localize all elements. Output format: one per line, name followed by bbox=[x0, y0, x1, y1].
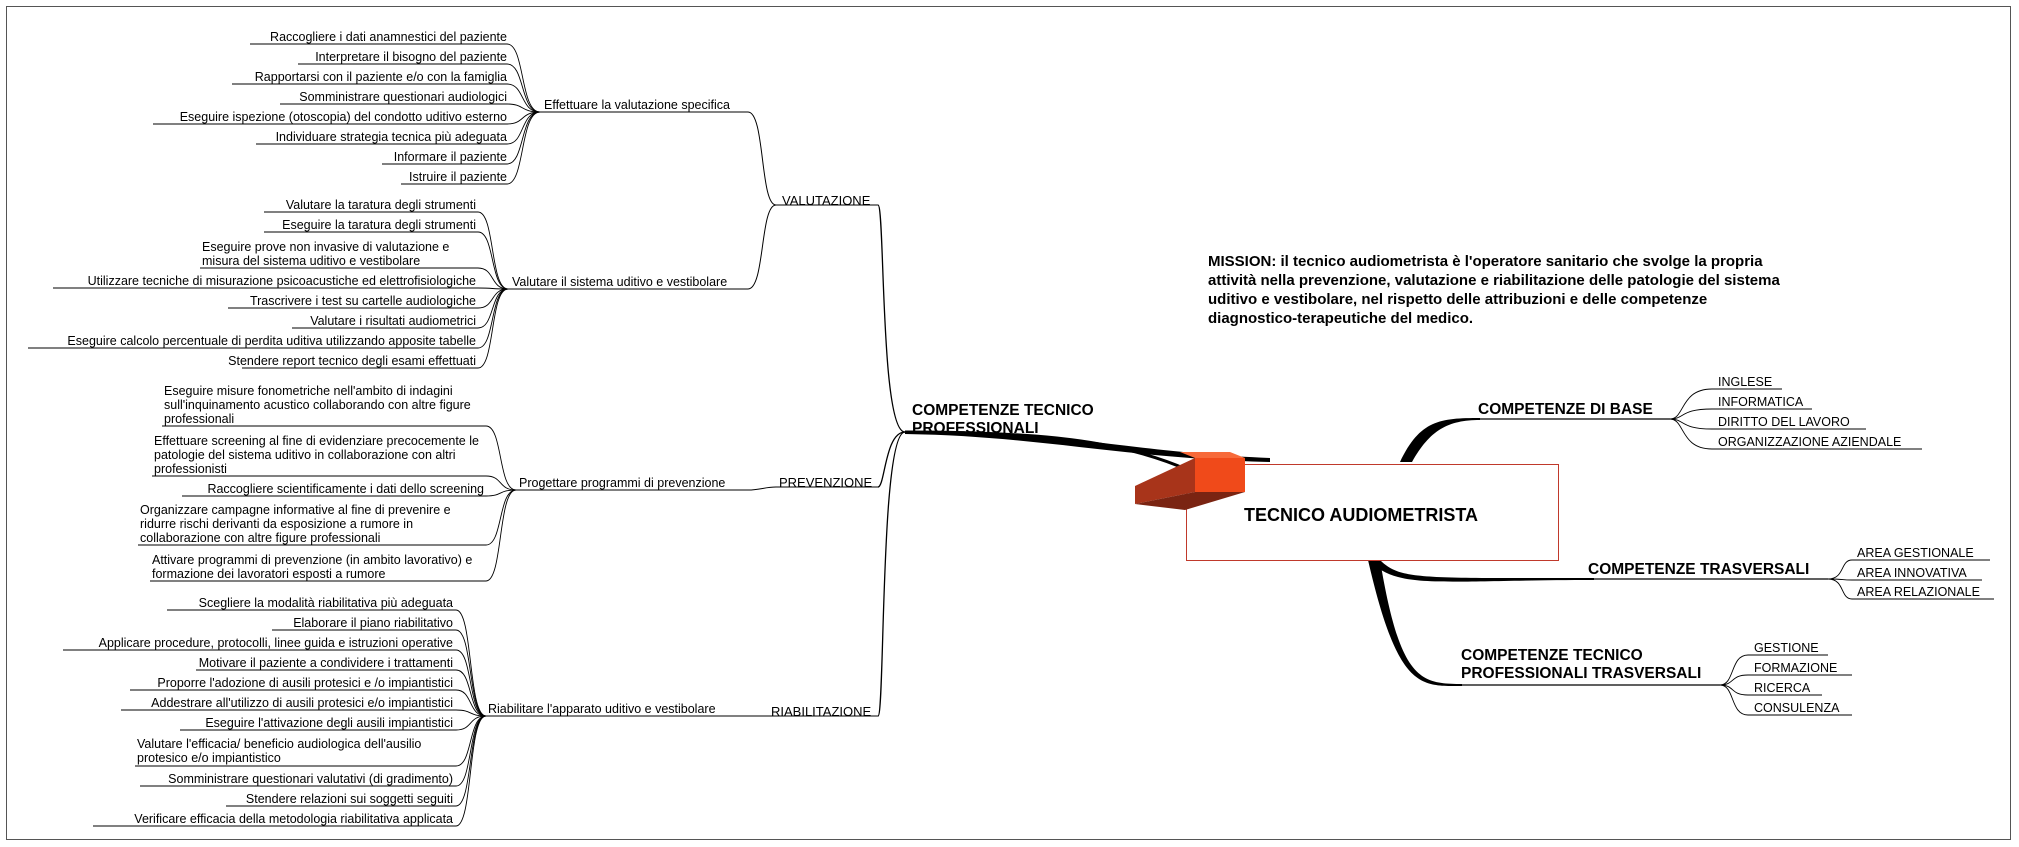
mission-statement: MISSION: il tecnico audiometrista è l'op… bbox=[1208, 253, 1780, 327]
leaf-item[interactable]: Utilizzare tecniche di misurazione psico… bbox=[87, 274, 476, 288]
leaf-item[interactable]: Verificare efficacia della metodologia r… bbox=[134, 812, 453, 826]
leaf-item[interactable]: Individuare strategia tecnica più adegua… bbox=[275, 130, 507, 144]
leaf-item[interactable]: Rapportarsi con il paziente e/o con la f… bbox=[254, 70, 507, 84]
topic-competenze-trasversali[interactable]: COMPETENZE TRASVERSALI bbox=[1588, 561, 1810, 578]
topic-competenze-di-base[interactable]: COMPETENZE DI BASE bbox=[1478, 401, 1653, 418]
leaf-item[interactable]: Somministrare questionari audiologici bbox=[299, 90, 507, 104]
leaf-item[interactable]: Organizzare campagne informative al fine… bbox=[140, 503, 451, 545]
sub-riabilitare-apparato[interactable]: Riabilitare l'apparato uditivo e vestibo… bbox=[488, 702, 716, 716]
leaf-item[interactable]: Scegliere la modalità riabilitativa più … bbox=[198, 596, 453, 610]
leaf-item[interactable]: Trascrivere i test su cartelle audiologi… bbox=[249, 294, 476, 308]
branch-prevenzione[interactable]: PREVENZIONE bbox=[779, 475, 873, 490]
leaf-item[interactable]: Attivare programmi di prevenzione (in am… bbox=[152, 553, 473, 581]
leaf-item[interactable]: FORMAZIONE bbox=[1754, 661, 1838, 675]
leaf-item[interactable]: Raccogliere scientificamente i dati dell… bbox=[207, 482, 484, 496]
leaf-item[interactable]: Eseguire la taratura degli strumenti bbox=[282, 218, 476, 232]
leaf-item[interactable]: INGLESE bbox=[1718, 375, 1773, 389]
branch-riabilitazione[interactable]: RIABILITAZIONE bbox=[771, 704, 872, 719]
center-node-title: TECNICO AUDIOMETRISTA bbox=[1244, 505, 1478, 525]
leaf-item[interactable]: GESTIONE bbox=[1754, 641, 1819, 655]
connector-topic-prevenzione bbox=[877, 431, 906, 488]
connector-topic-riabilitazione bbox=[877, 431, 906, 717]
leaf-item[interactable]: DIRITTO DEL LAVORO bbox=[1718, 415, 1850, 429]
leaf-item[interactable]: Stendere relazioni sui soggetti seguiti bbox=[245, 792, 453, 806]
leaf-item[interactable]: INFORMATICA bbox=[1718, 395, 1804, 409]
leaf-item[interactable]: Addestrare all'utilizzo di ausili protes… bbox=[151, 696, 453, 710]
leaf-item[interactable]: AREA INNOVATIVA bbox=[1857, 566, 1967, 580]
leaf-item[interactable]: AREA GESTIONALE bbox=[1857, 546, 1974, 560]
leaf-item[interactable]: Informare il paziente bbox=[393, 150, 507, 164]
leaf-item[interactable]: Applicare procedure, protocolli, linee g… bbox=[98, 636, 453, 650]
leaf-item[interactable]: Interpretare il bisogno del paziente bbox=[315, 50, 507, 64]
leaf-item[interactable]: CONSULENZA bbox=[1754, 701, 1840, 715]
sub-programmi-prevenzione[interactable]: Progettare programmi di prevenzione bbox=[519, 476, 726, 490]
branch-valutazione[interactable]: VALUTAZIONE bbox=[782, 193, 871, 208]
topic-competenze-tecnico-professionali-trasversali[interactable]: COMPETENZE TECNICO PROFESSIONALI TRASVER… bbox=[1461, 647, 1702, 682]
leaf-item[interactable]: Raccogliere i dati anamnestici del pazie… bbox=[270, 30, 507, 44]
leaf-item[interactable]: Elaborare il piano riabilitativo bbox=[293, 616, 453, 630]
leaf-item[interactable]: Eseguire ispezione (otoscopia) del condo… bbox=[179, 110, 507, 124]
leaf-item[interactable]: Stendere report tecnico degli esami effe… bbox=[228, 354, 476, 368]
leaf-item[interactable]: Eseguire misure fonometriche nell'ambito… bbox=[164, 384, 471, 426]
leaf-item[interactable]: RICERCA bbox=[1754, 681, 1811, 695]
topic-competenze-tecnico-professionali[interactable]: COMPETENZE TECNICO PROFESSIONALI bbox=[912, 402, 1094, 437]
cube-icon bbox=[1135, 452, 1245, 510]
leaf-item[interactable]: Proporre l'adozione di ausili protesici … bbox=[157, 676, 453, 690]
leaf-item[interactable]: AREA RELAZIONALE bbox=[1857, 585, 1980, 599]
leaf-item[interactable]: Istruire il paziente bbox=[409, 170, 507, 184]
page-frame bbox=[6, 6, 2011, 840]
sub-valutazione-specifica[interactable]: Effettuare la valutazione specifica bbox=[544, 98, 730, 112]
leaf-item[interactable]: Motivare il paziente a condividere i tra… bbox=[198, 656, 453, 670]
leaf-item[interactable]: Somministrare questionari valutativi (di… bbox=[168, 772, 453, 786]
leaf-item[interactable]: Valutare la taratura degli strumenti bbox=[285, 198, 476, 212]
leaf-item[interactable]: Eseguire calcolo percentuale di perdita … bbox=[67, 334, 476, 348]
leaf-item[interactable]: Eseguire prove non invasive di valutazio… bbox=[202, 240, 450, 268]
leaf-item[interactable]: Eseguire l'attivazione degli ausili impi… bbox=[205, 716, 453, 730]
leaf-item[interactable]: Valutare i risultati audiometrici bbox=[310, 314, 476, 328]
sub-sistema-uditivo[interactable]: Valutare il sistema uditivo e vestibolar… bbox=[512, 275, 728, 289]
leaf-item[interactable]: Valutare l'efficacia/ beneficio audiolog… bbox=[137, 737, 422, 765]
center-node-box[interactable] bbox=[1186, 464, 1559, 561]
leaf-item[interactable]: ORGANIZZAZIONE AZIENDALE bbox=[1718, 435, 1902, 449]
connector-topic-valutazione bbox=[877, 204, 906, 433]
leaf-item[interactable]: Effettuare screening al fine di evidenzi… bbox=[154, 434, 479, 476]
